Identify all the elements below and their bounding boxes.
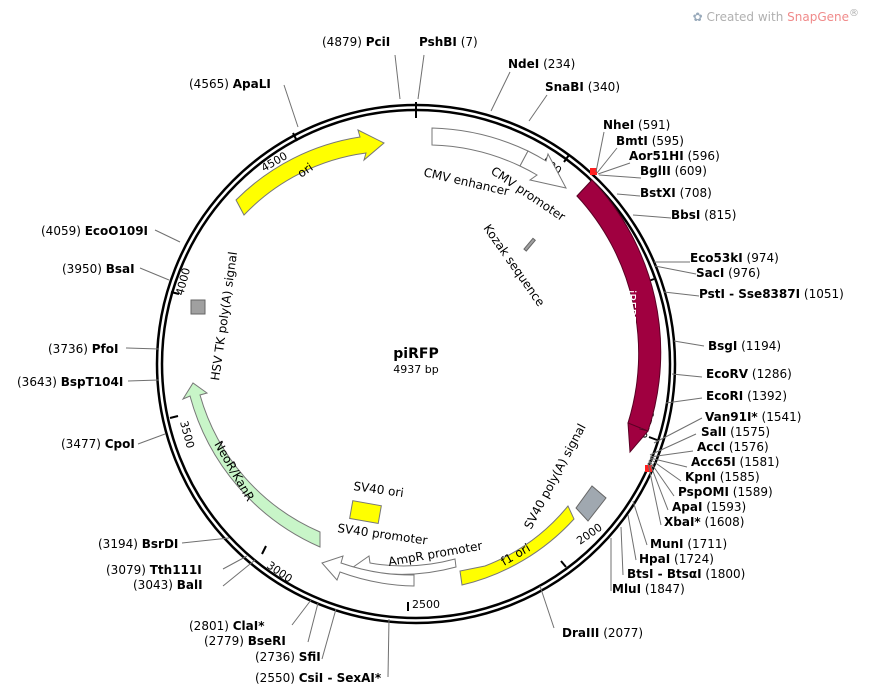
ruler-tick [563,154,570,163]
site-acc65i[interactable]: Acc65I (1581) [691,455,779,469]
site-psti[interactable]: PstI - Sse8387I (1051) [699,287,844,301]
site-apai[interactable]: ApaI (1593) [672,500,746,514]
site-bstxi[interactable]: BstXI (708) [640,186,712,200]
watermark-icon: ✿ [692,10,703,24]
site-ecori[interactable]: EcoRI (1392) [706,389,787,403]
site-saci[interactable]: SacI (976) [696,266,760,280]
site-btsi[interactable]: BtsI - BtsαI (1800) [627,567,745,581]
feature-cmv-enhancer[interactable] [431,127,529,167]
site-bali[interactable]: (3043) BalI [133,578,203,592]
site-ecoo109i[interactable]: (4059) EcoO109I [41,224,148,238]
feature-ampr-promoter[interactable] [347,555,457,581]
site-bbsi[interactable]: BbsI (815) [671,208,736,222]
ruler-label: 3500 [177,419,197,449]
plasmid-name: piRFP [393,346,438,362]
ruler-label: 2000 [574,521,604,548]
site-ndei[interactable]: NdeI (234) [508,57,575,71]
site-kpni[interactable]: KpnI (1585) [685,470,760,484]
site-bseri[interactable]: (2779) BseRI [204,634,286,648]
site-pspomi[interactable]: PspOMI (1589) [678,485,773,499]
site-nhei[interactable]: NheI (591) [603,118,670,132]
site-pshbi[interactable]: PshBI (7) [419,35,478,49]
cut-marker [645,465,652,472]
site-bmti[interactable]: BmtI (595) [616,134,684,148]
ruler-tick [170,291,180,295]
site-snabi[interactable]: SnaBI (340) [545,80,620,94]
ruler-tick [292,132,298,142]
enzyme-sites: (4879) PciI PshBI (7) NdeI (234) SnaBI (… [17,35,844,685]
feature-label: NeoR/KanR [211,439,257,504]
feature-neor-kanr[interactable]: NeoR/KanR [181,382,321,548]
site-bsgi[interactable]: BsgI (1194) [708,339,781,353]
site-cpoi[interactable]: (3477) CpoI [61,437,135,451]
site-acci[interactable]: AccI (1576) [697,440,769,454]
site-csii[interactable]: (2550) CsiI - SexAI* [255,671,382,685]
site-bglii[interactable]: BglII (609) [640,164,707,178]
site-leaders [125,54,705,678]
watermark-prefix: Created with [706,10,788,24]
feature-cmv-promoter[interactable] [519,150,567,189]
feature-sv40-ori[interactable] [349,500,382,525]
feature-ori[interactable]: ori [235,129,385,216]
site-hpai[interactable]: HpaI (1724) [639,552,714,566]
ruler-tick [648,436,658,441]
site-bsrdi[interactable]: (3194) BsrDI [98,537,178,551]
site-eco53ki[interactable]: Eco53kI (974) [690,251,779,265]
feature-sv40-polya[interactable] [575,485,607,522]
feature-label: iRFP713 [624,290,638,339]
snapgene-watermark: ✿ Created with SnapGene® [693,8,859,24]
site-draiii[interactable]: DraIII (2077) [562,626,643,640]
ruler-tick [261,545,267,555]
watermark-suffix: ® [849,8,859,19]
site-ecorv[interactable]: EcoRV (1286) [706,367,792,381]
site-clai[interactable]: (2801) ClaI* [189,619,265,633]
label-hsv-tk-polya: HSV TK poly(A) signal [208,251,240,382]
ruler-tick [169,415,179,419]
site-bsai[interactable]: (3950) BsaI [62,262,135,276]
site-sfii[interactable]: (2736) SfiI [255,650,321,664]
ruler-label: 3000 [264,559,294,586]
feature-kozak[interactable] [523,237,536,252]
site-bspt104i[interactable]: (3643) BspT104I [17,375,123,389]
site-mlui[interactable]: MluI (1847) [612,582,685,596]
ruler-tick [560,560,567,568]
ruler-label: 2500 [412,598,440,611]
site-muni[interactable]: MunI (1711) [650,537,727,551]
site-pcii[interactable]: (4879) PciI [322,35,390,49]
site-aor51hi[interactable]: Aor51HI (596) [629,149,720,163]
site-xbai[interactable]: XbaI* (1608) [664,515,744,529]
site-apali[interactable]: (4565) ApaLI [189,77,271,91]
label-sv40-promoter: SV40 promoter [337,521,429,547]
cut-marker [590,168,597,175]
plasmid-length: 4937 bp [393,363,438,376]
label-sv40-polya: SV40 poly(A) signal [521,421,588,531]
site-tth111i[interactable]: (3079) Tth111I [106,563,202,577]
feature-hsv-tk-polya[interactable] [190,299,206,315]
watermark-brand: SnapGene [787,10,849,24]
ruler-label: 4000 [173,266,193,296]
label-kozak: Kozak sequence [481,222,548,309]
feature-irfp713[interactable]: iRFP713 [576,179,662,454]
label-sv40-ori: SV40 ori [353,479,405,500]
feature-sv40-promoter[interactable] [321,555,415,587]
site-sali[interactable]: SalI (1575) [701,425,770,439]
site-van91i[interactable]: Van91I* (1541) [705,410,801,424]
site-pfoi[interactable]: (3736) PfoI [48,342,118,356]
